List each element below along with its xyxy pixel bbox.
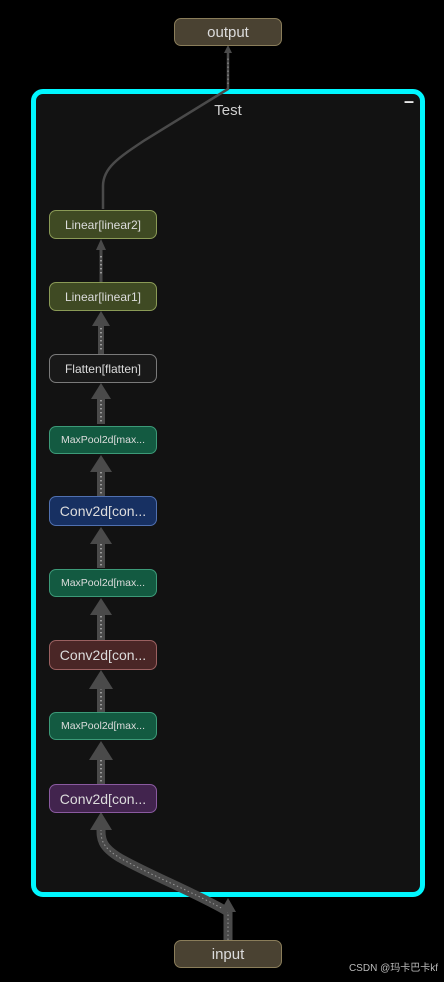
edge-input-conv1 bbox=[96, 821, 233, 945]
node-input[interactable]: input bbox=[174, 940, 282, 968]
edge-conv1-maxpool1-dash bbox=[100, 756, 102, 782]
watermark: CSDN @玛卡巴卡kf bbox=[348, 963, 438, 974]
edge-maxpool3-flatten-dash bbox=[100, 398, 102, 422]
node-flatten[interactable]: Flatten[flatten] bbox=[49, 354, 157, 383]
edge-flatten-linear1-dash bbox=[100, 326, 102, 352]
node-maxpool2[interactable]: MaxPool2d[max... bbox=[49, 569, 157, 597]
node-conv3[interactable]: Conv2d[con... bbox=[49, 496, 157, 526]
arrowhead-maxpool2 bbox=[90, 598, 112, 615]
node-conv1-label: Conv2d[con... bbox=[59, 790, 147, 807]
node-maxpool1-label: MaxPool2d[max... bbox=[60, 720, 146, 732]
edge-maxpool2-conv3-dash bbox=[100, 544, 102, 566]
node-conv2-label: Conv2d[con... bbox=[59, 647, 147, 663]
node-maxpool3[interactable]: MaxPool2d[max... bbox=[49, 426, 157, 454]
arrowhead-maxpool3 bbox=[90, 455, 112, 472]
arrowhead-flatten bbox=[91, 383, 111, 399]
node-maxpool3-label: MaxPool2d[max... bbox=[60, 434, 146, 446]
arrowhead-group-entry bbox=[220, 898, 236, 912]
edge-conv3-maxpool3-dash bbox=[100, 470, 102, 494]
node-linear1[interactable]: Linear[linear1] bbox=[49, 282, 157, 311]
node-output-label: output bbox=[207, 23, 249, 41]
arrowhead-output bbox=[224, 45, 232, 53]
node-maxpool1[interactable]: MaxPool2d[max... bbox=[49, 712, 157, 740]
arrowhead-conv1 bbox=[90, 812, 112, 830]
arrowhead-conv3 bbox=[90, 527, 112, 544]
node-linear2[interactable]: Linear[linear2] bbox=[49, 210, 157, 239]
edge-maxpool1-conv2-dash bbox=[100, 688, 102, 710]
node-linear1-label: Linear[linear1] bbox=[64, 289, 142, 304]
node-input-label: input bbox=[211, 945, 245, 963]
arrowhead-conv2 bbox=[89, 670, 113, 689]
arrowhead-linear2 bbox=[96, 239, 106, 250]
node-linear2-label: Linear[linear2] bbox=[64, 217, 142, 232]
node-maxpool2-label: MaxPool2d[max... bbox=[60, 577, 146, 589]
node-output[interactable]: output bbox=[174, 18, 282, 46]
node-conv1[interactable]: Conv2d[con... bbox=[49, 784, 157, 813]
edge-linear2-output bbox=[101, 52, 230, 209]
arrowhead-maxpool1 bbox=[89, 741, 113, 760]
arrowhead-linear1 bbox=[92, 311, 110, 326]
node-flatten-label: Flatten[flatten] bbox=[64, 361, 142, 376]
edge-conv2-maxpool2-dash bbox=[100, 614, 102, 638]
node-conv2[interactable]: Conv2d[con... bbox=[49, 640, 157, 670]
edge-linear1-linear2-dash bbox=[100, 254, 102, 276]
node-conv3-label: Conv2d[con... bbox=[59, 503, 147, 519]
collapse-group-button[interactable]: – bbox=[403, 91, 414, 111]
group-title: Test bbox=[214, 102, 242, 119]
